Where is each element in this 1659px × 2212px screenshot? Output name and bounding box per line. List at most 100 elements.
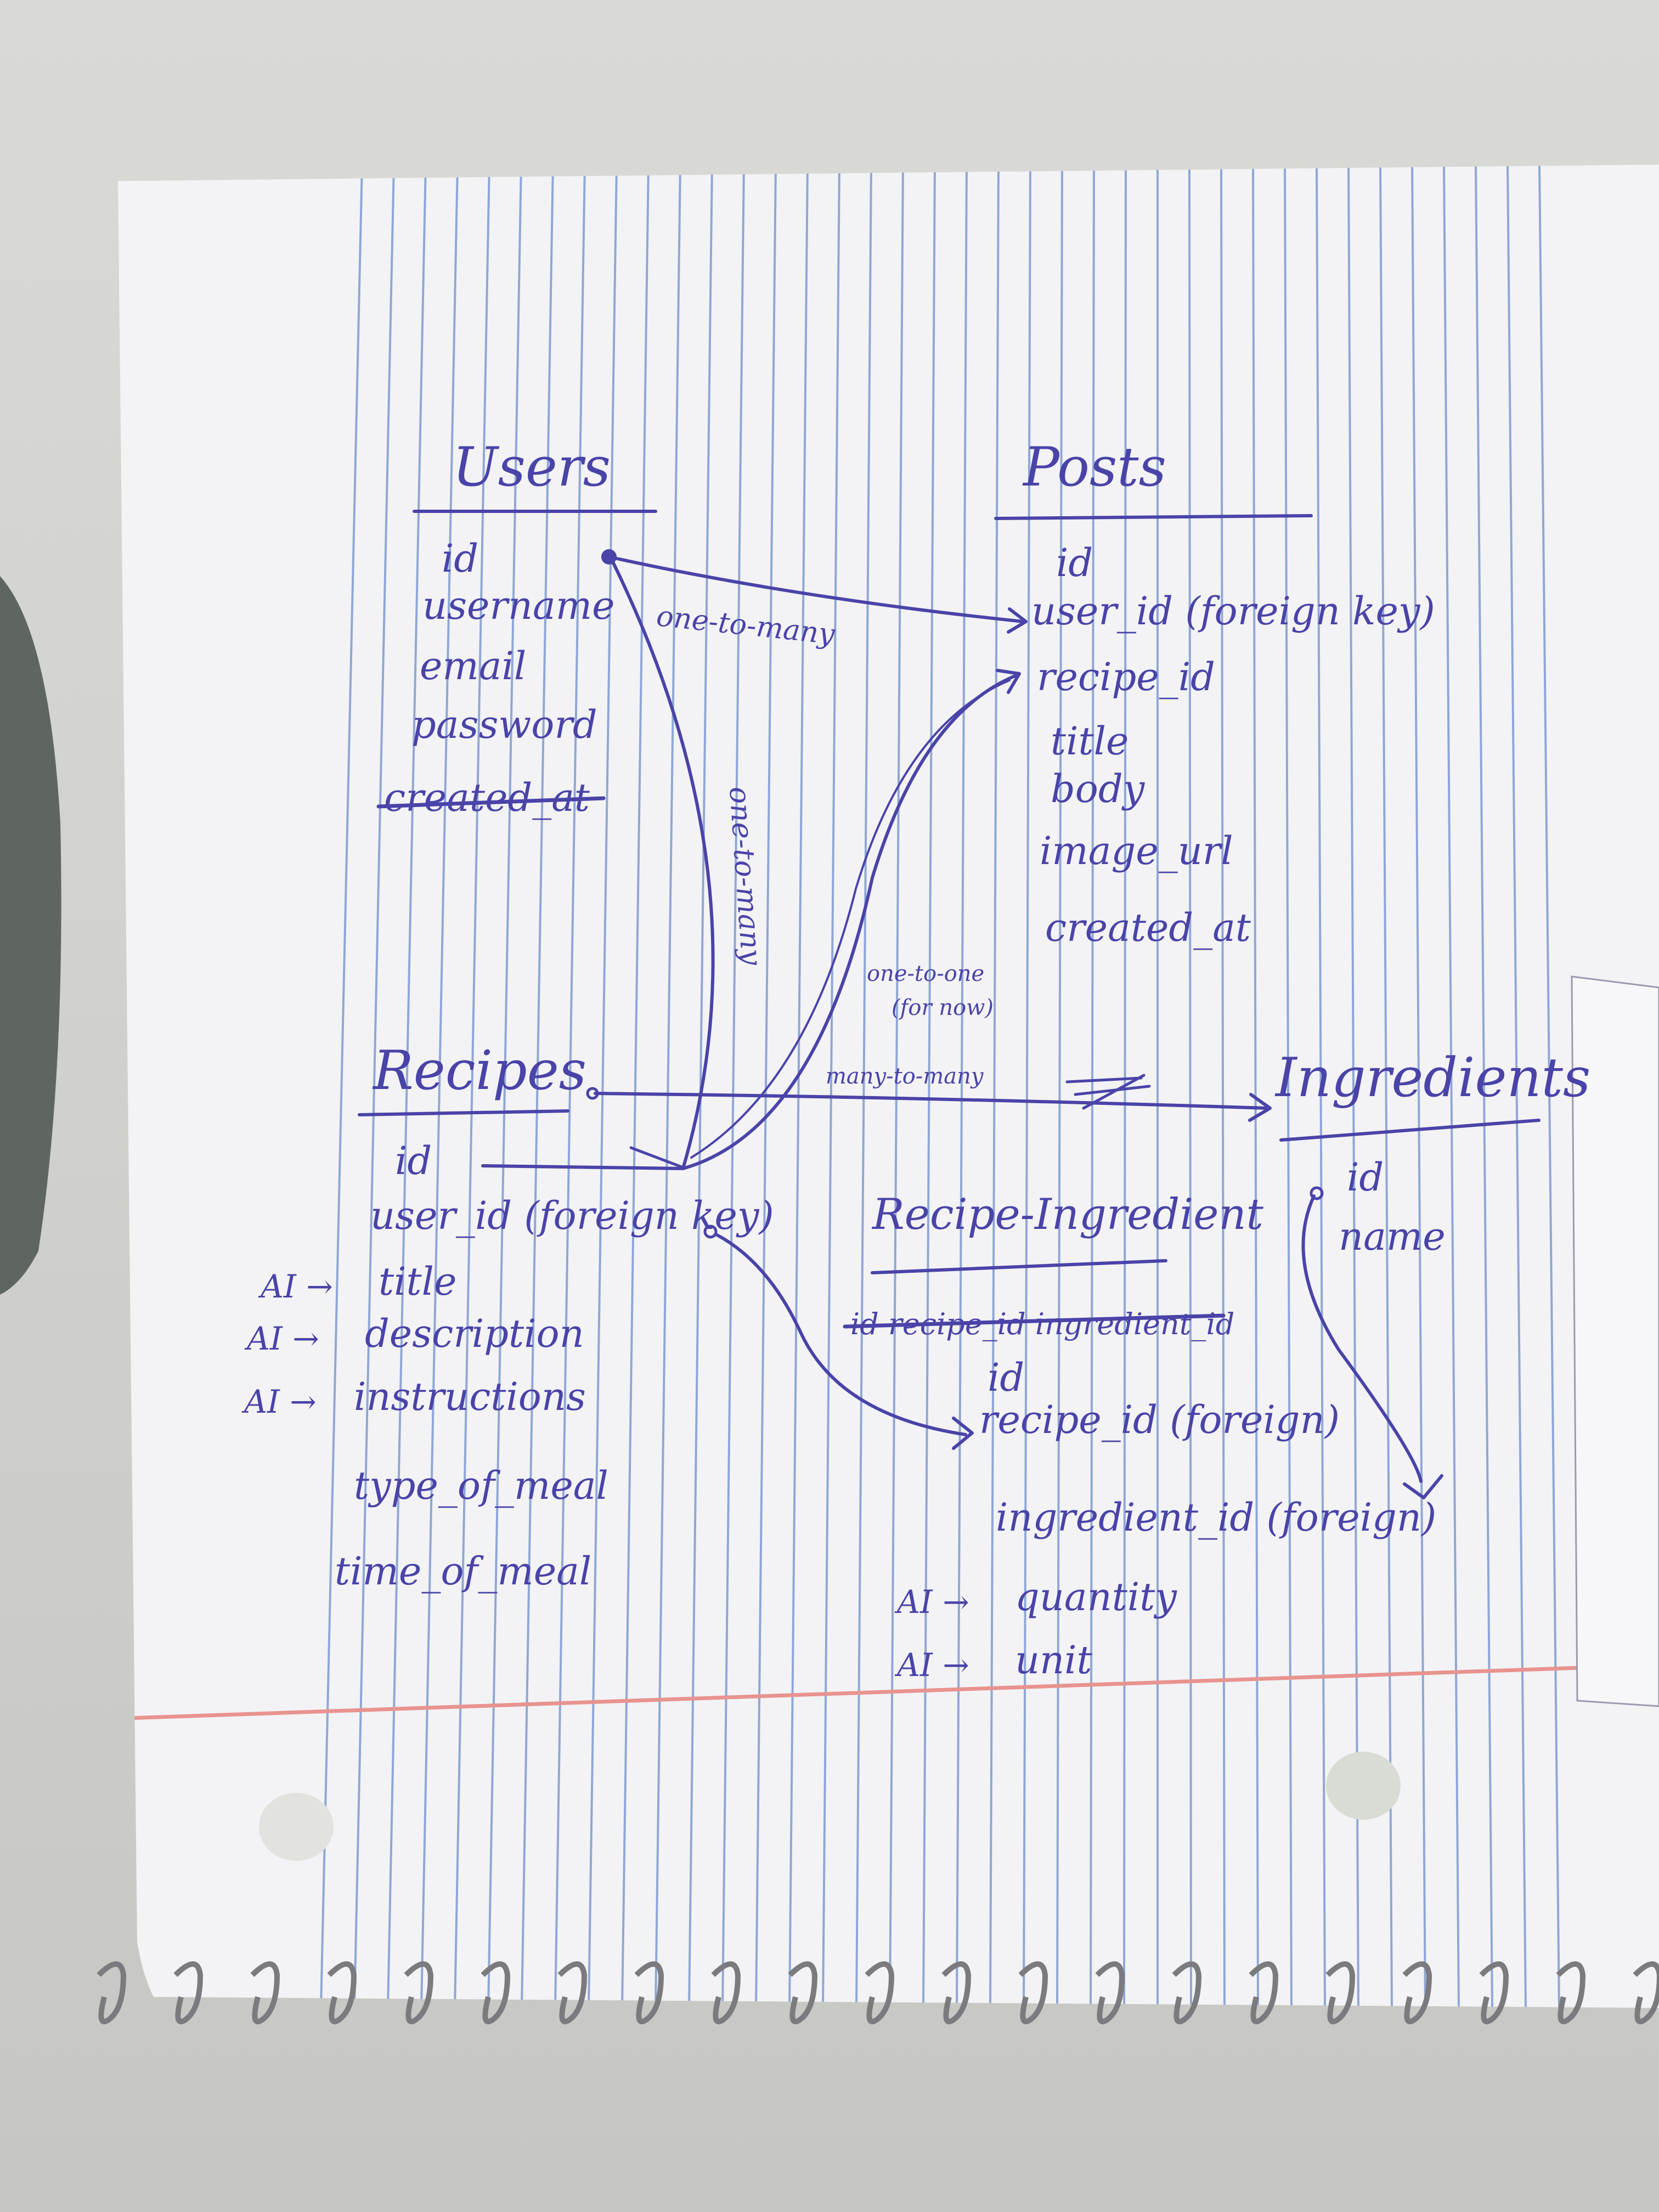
ruled-line [420,165,459,2008]
ruled-line [521,165,554,2008]
spiral-coil [557,1961,588,2024]
ruled-line [1023,165,1031,2008]
ruled-line [855,165,872,2008]
scribble-mark [1065,1074,1151,1110]
ruled-line [1284,165,1293,2008]
recipes-field: time_of_meal [335,1549,591,1594]
arrow-recipes-ingredients [594,1092,1269,1110]
posts-field: created_at [1045,905,1251,950]
ruled-line [1379,165,1393,2008]
spiral-coil [711,1961,741,2024]
recipe-ingredient-field: quantity [1015,1575,1177,1620]
users-field: id [442,536,478,581]
spiral-coil [1018,1961,1048,2024]
label-recipes-posts-note: (for now) [891,995,994,1020]
recipe-ingredient-field: ingredient_id (foreign) [996,1495,1436,1540]
posts-field: body [1051,766,1146,811]
spiral-coil [788,1961,818,2024]
spiral-coil [1402,1961,1432,2024]
arrow-users-recipes [610,558,715,1170]
posts-field: recipe_id [1037,654,1215,699]
users-title: Users [453,436,611,499]
recipes-underline [358,1109,569,1116]
arrow-users-posts [607,555,1025,623]
arrow-recipe-to-join [714,1233,967,1436]
ruled-line [721,165,745,2008]
ruled-line [1538,165,1560,2008]
posts-underline [994,514,1313,520]
posts-field: id [1056,540,1093,585]
recipe-ingredient-field: id [988,1355,1024,1400]
ai-marker: AI → [894,1646,969,1684]
spiral-coil [250,1961,280,2024]
notebook-page [97,165,1659,2024]
ruled-line [320,165,363,2008]
ruled-line [1475,165,1493,2008]
arrow-recipes-posts-2 [690,679,1011,1159]
spiral-coil [481,1961,511,2024]
label-recipes-ingredients: many-to-many [826,1064,984,1089]
ruled-line [1188,165,1192,2008]
ai-marker: AI → [241,1383,317,1420]
spiral-coil [1556,1961,1586,2024]
connector-dot [1310,1186,1324,1200]
recipes-field: user_id (foreign key) [370,1193,774,1238]
strike-line [376,796,606,809]
ruled-line [454,165,490,2008]
posts-entity: Posts id user_id (foreign key) recipe_id… [994,436,1435,950]
recipes-field: title [379,1259,456,1304]
spiral-coil [941,1961,972,2024]
margin-line [118,1663,1659,1725]
users-field: email [420,644,526,689]
arrow-recipes-posts [681,673,1019,1170]
ruled-line [889,165,904,2008]
ingredients-entity: Ingredients id name [1274,1047,1590,1259]
ruled-line [755,165,777,2008]
connector-dot [703,1224,718,1239]
spiral-coil [404,1961,434,2024]
spiral-coil [865,1961,895,2024]
recipes-entity: Recipes id user_id (foreign key) AI → ti… [241,1040,774,1594]
recipes-field: id [395,1138,432,1183]
ruled-line [922,165,936,2008]
users-entity: Users id username email password created… [376,436,657,820]
users-field: password [411,702,597,747]
posts-field: user_id (foreign key) [1031,589,1435,634]
ruled-line [353,165,395,2008]
recipes-field: type_of_meal [354,1463,608,1508]
arrowhead [1403,1474,1443,1499]
ai-marker: AI → [894,1583,969,1621]
ruled-line [1056,165,1063,2008]
posts-field: image_url [1040,828,1233,873]
spiral-coil [1479,1961,1509,2024]
arrowhead [1248,1093,1272,1122]
recipe-ingredient-field: unit [1015,1638,1093,1683]
ruled-line [788,165,809,2008]
spiral-coil [1249,1961,1279,2024]
spiral-coil [634,1961,664,2024]
spiral-coil [327,1961,357,2024]
spiral-coil [1172,1961,1202,2024]
ai-marker: AI → [244,1320,319,1357]
ruled-line [1090,165,1095,2008]
users-struck-field: created_at [384,775,590,820]
ruled-line [1443,165,1460,2008]
ruled-line [554,165,586,2008]
recipes-field: description [365,1311,584,1356]
recipe-ingredient-title: Recipe-Ingredient [871,1190,1264,1239]
ingredients-underline [1279,1119,1541,1142]
arrow-recipes-id [481,1164,685,1170]
ai-marker: AI → [258,1268,333,1305]
ruled-line [1220,165,1226,2008]
spiral-coil [1325,1961,1356,2024]
binder-hole [259,1793,334,1861]
binder-hole [1326,1752,1401,1820]
recipe-ingredient-field: recipe_id (foreign) [979,1397,1340,1442]
arrowhead [952,1417,974,1450]
ruled-line [989,165,1000,2008]
ruled-line [1506,165,1527,2008]
ruled-line [822,165,840,2008]
ingredients-title: Ingredients [1274,1047,1590,1109]
recipes-title: Recipes [372,1040,586,1102]
